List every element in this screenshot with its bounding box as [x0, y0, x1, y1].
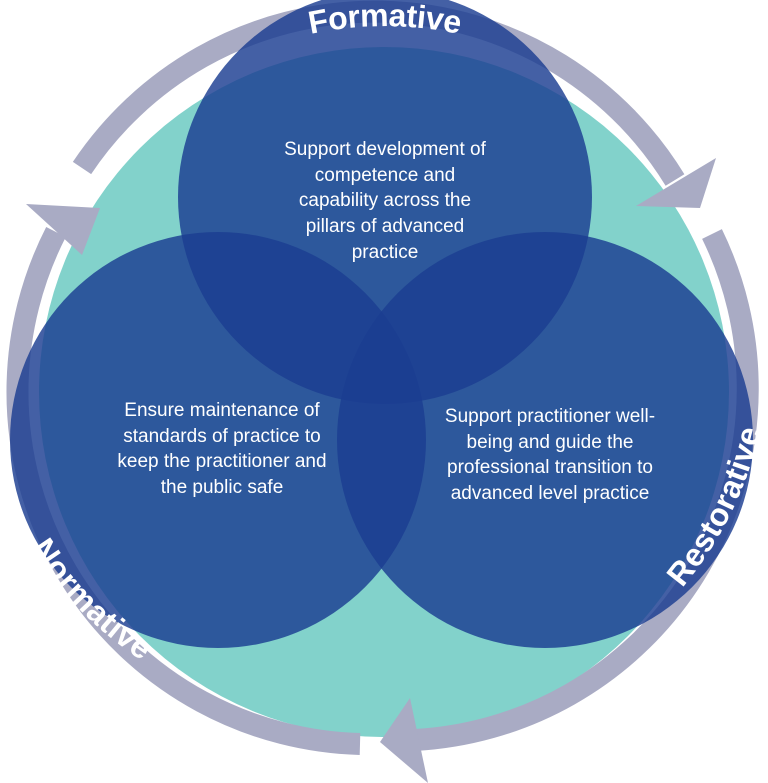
normative-description: Ensure maintenance of standards of pract… — [86, 398, 358, 501]
formative-description: Support development of competence and ca… — [240, 137, 530, 265]
restorative-circle — [337, 232, 753, 648]
normative-circle — [10, 232, 426, 648]
normative-line: the public safe — [160, 476, 284, 498]
normative-line: standards of practice to — [123, 425, 321, 447]
formative-line: Support development of — [284, 139, 486, 160]
restorative-line: advanced level practice — [450, 482, 650, 504]
restorative-description: Support practitioner well- being and gui… — [412, 404, 688, 507]
arrowhead-left — [26, 204, 100, 255]
formative-line: capability across the — [298, 190, 472, 212]
formative-line: practice — [351, 241, 419, 263]
restorative-line: professional transition to — [447, 457, 653, 479]
arrowhead-bottom — [380, 698, 428, 783]
normative-line: keep the practitioner and — [117, 451, 327, 473]
formative-line: pillars of advanced — [305, 215, 465, 237]
arrowhead-top-right — [636, 158, 716, 208]
formative-line: competence and — [314, 164, 456, 186]
restorative-line: being and guide the — [466, 431, 634, 453]
restorative-line: Support practitioner well- — [444, 406, 656, 427]
ring-arrowheads — [26, 158, 716, 783]
normative-line: Ensure maintenance of — [124, 400, 320, 421]
venn-circles — [10, 0, 753, 648]
